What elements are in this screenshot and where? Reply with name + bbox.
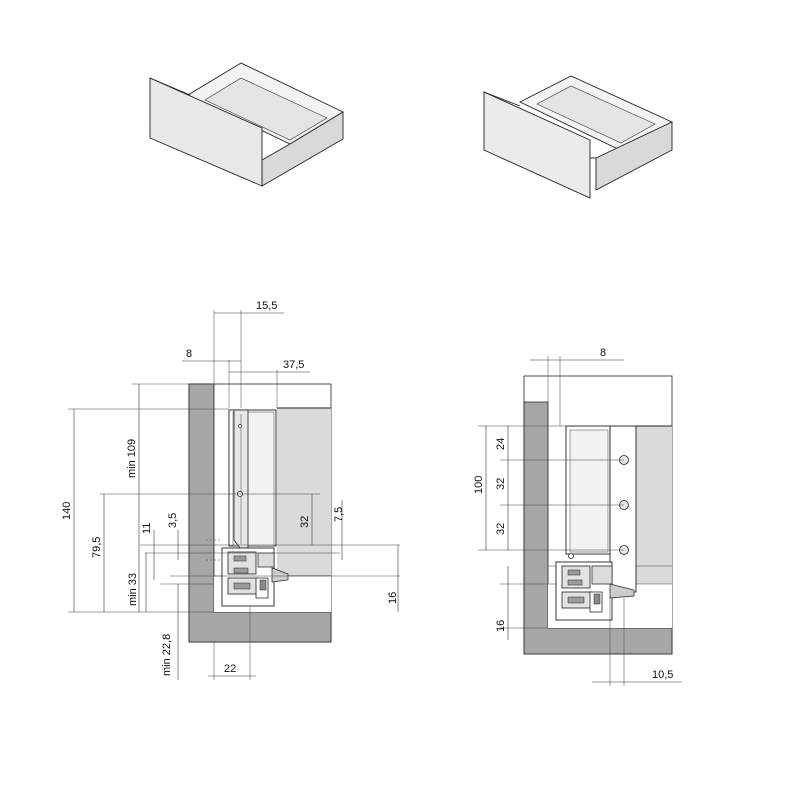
drawer-left-front-edge: [149, 77, 191, 96]
dim-32-right-a: 32: [495, 478, 507, 490]
drawer-side-panel-right: [636, 426, 672, 584]
drawer-side-panel-left: [277, 408, 331, 576]
runner-left: [221, 547, 289, 607]
dim-37-5: 37,5: [283, 359, 304, 371]
dim-100: 100: [473, 476, 485, 494]
section-drawing-left: [188, 383, 332, 643]
dim-8-right: 8: [600, 347, 606, 359]
dimensions-left: 15,5 8 37,5 140 min 109 79,5 11 3,5 min …: [61, 300, 400, 680]
drawer-left-front: [149, 77, 263, 187]
dim-22: 22: [224, 663, 236, 675]
drawer-right-side-right: [595, 121, 673, 191]
drawer-illustration-left: [149, 62, 344, 187]
dim-16-right: 16: [495, 620, 507, 632]
drawer-right-bottom: [536, 85, 656, 144]
drawer-illustration-right: [483, 75, 674, 199]
dim-15-5: 15,5: [256, 300, 277, 312]
dim-min-33: min 33: [127, 573, 139, 606]
drawer-left-bottom: [204, 77, 328, 141]
dim-11: 11: [141, 523, 153, 534]
runner-right: [555, 561, 635, 621]
dim-min-22-8: min 22,8: [161, 634, 173, 676]
dim-8-left: 8: [186, 348, 192, 360]
dim-10-5: 10,5: [652, 669, 673, 681]
dim-79-5: 79,5: [91, 537, 103, 558]
dim-24: 24: [495, 438, 507, 450]
drawer-right-front: [483, 91, 591, 199]
drawer-right-front-top: [483, 91, 521, 107]
dim-16-left: 16: [387, 592, 399, 604]
dimensions-right: 8 24 32 32 100 16 10,5: [473, 347, 682, 686]
dim-7-5: 7,5: [333, 507, 345, 522]
dim-3-5: 3,5: [167, 513, 179, 528]
drawer-left-side-right: [261, 111, 344, 187]
dim-32-left: 32: [299, 516, 311, 528]
dim-140: 140: [61, 502, 73, 520]
dim-min-109: min 109: [126, 439, 138, 478]
dim-32-right-b: 32: [495, 523, 507, 535]
section-drawing-right: [523, 375, 673, 655]
